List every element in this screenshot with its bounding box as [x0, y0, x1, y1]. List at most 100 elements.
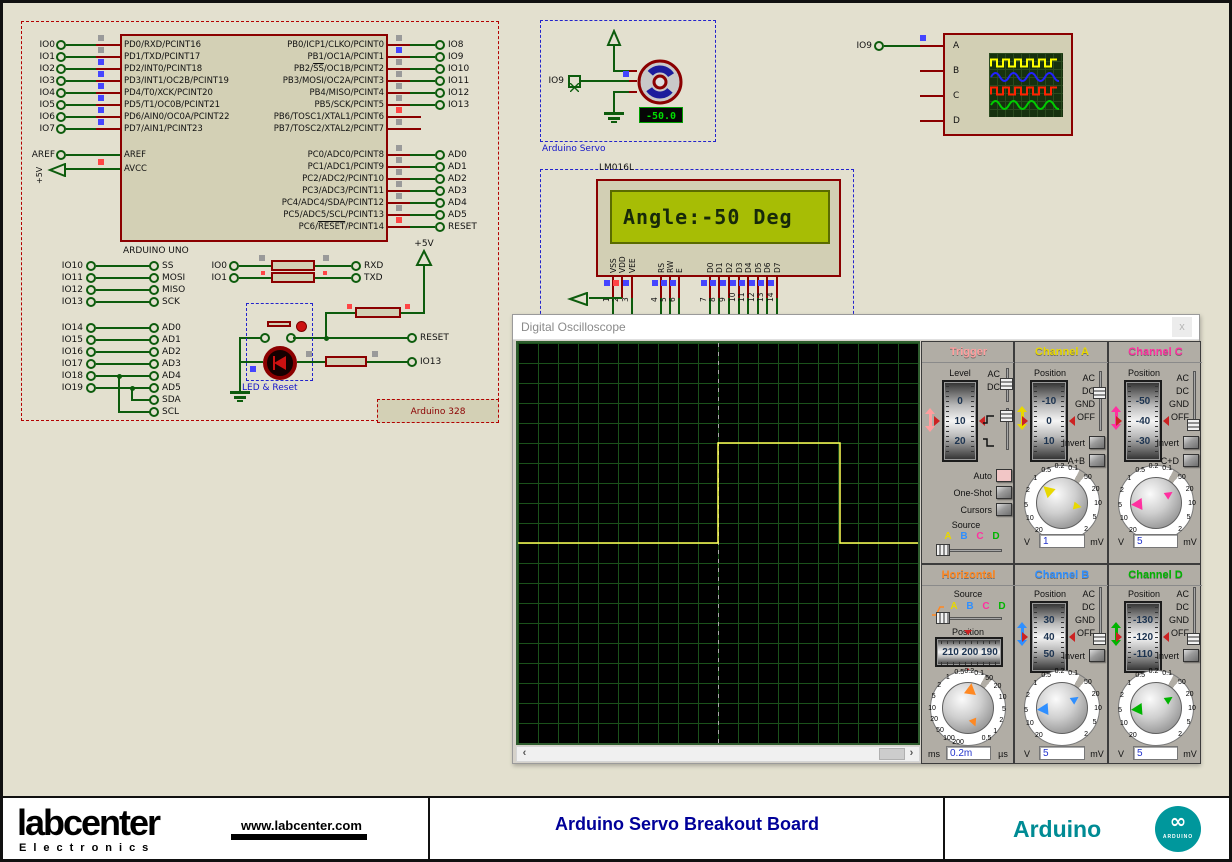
- resistor[interactable]: [271, 260, 315, 271]
- scrollbar-thumb[interactable]: [879, 748, 905, 760]
- channel-c-panel-gain-knob[interactable]: [1130, 477, 1182, 529]
- terminal[interactable]: [149, 285, 159, 295]
- channel-d-panel-button-invert[interactable]: [1183, 649, 1199, 662]
- terminal[interactable]: [874, 41, 884, 51]
- terminal[interactable]: [351, 273, 361, 283]
- channel-a-panel-coupling-track[interactable]: [1099, 371, 1102, 431]
- horizontal-source-letter-B[interactable]: B: [966, 601, 974, 612]
- channel-d-panel-gain-knob[interactable]: [1130, 682, 1182, 734]
- terminal-IO2[interactable]: [56, 64, 66, 74]
- resistor[interactable]: [355, 307, 401, 318]
- channel-a-panel-button-invert[interactable]: [1089, 436, 1105, 449]
- terminal[interactable]: [149, 297, 159, 307]
- terminal-AREF[interactable]: [56, 150, 66, 160]
- button-pin[interactable]: [286, 333, 296, 343]
- channel-a-panel-value[interactable]: 1: [1039, 534, 1085, 548]
- horizontal-value[interactable]: 0.2m: [946, 746, 991, 760]
- terminal[interactable]: [149, 359, 159, 369]
- mcu-atmega328[interactable]: [120, 34, 388, 242]
- terminal[interactable]: [407, 333, 417, 343]
- channel-d-panel-position-drum[interactable]: -130-120-110: [1124, 601, 1162, 673]
- led[interactable]: [263, 346, 297, 380]
- horizontal-source-letter-D[interactable]: D: [998, 601, 1006, 612]
- terminal[interactable]: [149, 335, 159, 345]
- terminal[interactable]: [86, 273, 96, 283]
- horizontal-source-handle[interactable]: [936, 612, 950, 624]
- input-terminal-io9[interactable]: [568, 75, 581, 93]
- terminal[interactable]: [229, 273, 239, 283]
- channel-d-panel-value[interactable]: 5: [1133, 746, 1178, 760]
- terminal[interactable]: [149, 323, 159, 333]
- terminal[interactable]: [86, 261, 96, 271]
- terminal-AD4[interactable]: [435, 198, 445, 208]
- terminal-IO9[interactable]: [435, 52, 445, 62]
- trigger-edge-track[interactable]: [1006, 408, 1009, 450]
- horizontal-timebase-knob[interactable]: [942, 682, 994, 734]
- terminal[interactable]: [407, 357, 417, 367]
- terminal[interactable]: [149, 383, 159, 393]
- channel-c-panel-value[interactable]: 5: [1133, 534, 1178, 548]
- horizontal-position-drum[interactable]: 210 200 190: [935, 637, 1003, 667]
- resistor[interactable]: [271, 272, 315, 283]
- channel-b-panel-button-invert[interactable]: [1089, 649, 1105, 662]
- button-one-shot[interactable]: [996, 486, 1012, 499]
- channel-b-panel-gain-knob[interactable]: [1036, 682, 1088, 734]
- channel-b-panel-value[interactable]: 5: [1039, 746, 1085, 760]
- channel-c-panel-button-c+d[interactable]: [1183, 454, 1199, 467]
- trigger-edge-handle[interactable]: [1000, 410, 1013, 422]
- source-letter-C[interactable]: C: [976, 531, 984, 542]
- terminal-IO4[interactable]: [56, 88, 66, 98]
- terminal-IO8[interactable]: [435, 40, 445, 50]
- servo-motor[interactable]: [636, 58, 684, 106]
- close-icon[interactable]: x: [1172, 317, 1192, 337]
- terminal-IO12[interactable]: [435, 88, 445, 98]
- terminal[interactable]: [86, 297, 96, 307]
- terminal-IO3[interactable]: [56, 76, 66, 86]
- source-letter-B[interactable]: B: [960, 531, 968, 542]
- scroll-right-icon[interactable]: ›: [909, 747, 914, 759]
- terminal-RESET[interactable]: [435, 222, 445, 232]
- button-actuator[interactable]: [296, 321, 307, 332]
- channel-a-panel-button-a+b[interactable]: [1089, 454, 1105, 467]
- window-titlebar[interactable]: Digital Oscilloscope x: [513, 315, 1199, 340]
- terminal-IO10[interactable]: [435, 64, 445, 74]
- terminal[interactable]: [149, 395, 159, 405]
- terminal[interactable]: [149, 273, 159, 283]
- terminal[interactable]: [86, 383, 96, 393]
- terminal-IO5[interactable]: [56, 100, 66, 110]
- button-cursors[interactable]: [996, 503, 1012, 516]
- terminal[interactable]: [86, 335, 96, 345]
- channel-a-panel-coupling-handle[interactable]: [1093, 387, 1106, 399]
- button-pin[interactable]: [260, 333, 270, 343]
- terminal[interactable]: [86, 371, 96, 381]
- push-button[interactable]: [267, 321, 291, 327]
- terminal[interactable]: [149, 371, 159, 381]
- terminal[interactable]: [149, 261, 159, 271]
- terminal-AD1[interactable]: [435, 162, 445, 172]
- horizontal-source-letter-A[interactable]: A: [950, 601, 958, 612]
- terminal-AD2[interactable]: [435, 174, 445, 184]
- channel-a-panel-gain-knob[interactable]: [1036, 477, 1088, 529]
- terminal-IO13[interactable]: [435, 100, 445, 110]
- horizontal-scrollbar[interactable]: ‹ ›: [516, 746, 920, 762]
- channel-b-panel-coupling-handle[interactable]: [1093, 633, 1106, 645]
- terminal[interactable]: [149, 347, 159, 357]
- terminal[interactable]: [149, 407, 159, 417]
- terminal[interactable]: [229, 261, 239, 271]
- horizontal-source-letter-C[interactable]: C: [982, 601, 990, 612]
- resistor[interactable]: [325, 356, 367, 367]
- terminal-IO0[interactable]: [56, 40, 66, 50]
- terminal[interactable]: [86, 323, 96, 333]
- channel-c-panel-button-invert[interactable]: [1183, 436, 1199, 449]
- terminal[interactable]: [86, 359, 96, 369]
- terminal-IO1[interactable]: [56, 52, 66, 62]
- terminal-AD3[interactable]: [435, 186, 445, 196]
- channel-c-panel-coupling-handle[interactable]: [1187, 419, 1200, 431]
- terminal-IO7[interactable]: [56, 124, 66, 134]
- button-auto[interactable]: [996, 469, 1012, 482]
- trigger-source-handle[interactable]: [936, 544, 950, 556]
- terminal[interactable]: [86, 285, 96, 295]
